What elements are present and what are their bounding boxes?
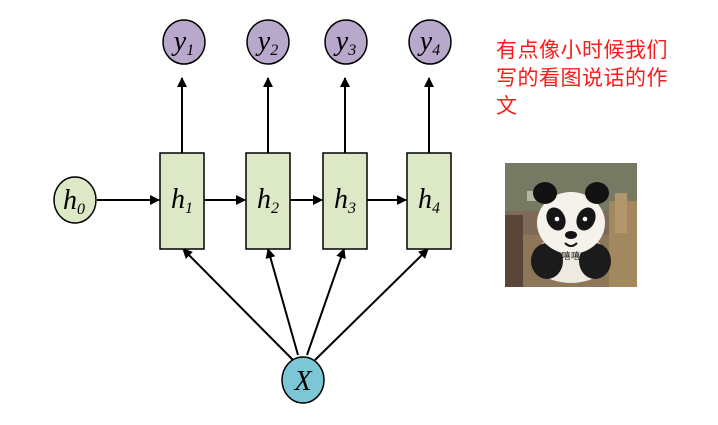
arrow-x-h4 xyxy=(314,248,429,361)
output-node-y1: y1 xyxy=(162,19,206,65)
svg-text:h3: h3 xyxy=(334,184,356,217)
arrow-x-h1 xyxy=(182,248,294,361)
hidden-label-h4: h xyxy=(418,184,432,215)
svg-text:h4: h4 xyxy=(418,184,440,217)
output-node-y2: y2 xyxy=(246,19,290,65)
panda-meme: 嘻嘻 xyxy=(505,163,637,287)
output-node-y4: y4 xyxy=(408,19,452,65)
hidden-node-h1: h1 xyxy=(159,152,205,250)
output-subscript-y2: 2 xyxy=(270,42,278,59)
hidden-label-h3: h xyxy=(334,184,348,215)
caption-line-2: 写的看图说话的作 xyxy=(496,66,668,90)
output-subscript-y1: 1 xyxy=(186,42,194,59)
output-label-y2: y xyxy=(255,26,271,57)
arrow-x-h2 xyxy=(265,248,299,356)
caption-line-3: 文 xyxy=(496,94,518,118)
hidden-node-h4: h4 xyxy=(406,152,452,250)
caption-line-1: 有点像小时候我们 xyxy=(496,38,668,62)
hidden-label-h2: h xyxy=(257,184,271,215)
caption: 有点像小时候我们 写的看图说话的作 文 xyxy=(496,36,706,120)
svg-text:h2: h2 xyxy=(257,184,279,217)
svg-text:y1: y1 xyxy=(171,26,194,59)
svg-text:y3: y3 xyxy=(333,26,356,59)
arrow-x-h3 xyxy=(306,248,346,356)
hidden-label-h1: h xyxy=(171,184,185,215)
panda-meme-image xyxy=(505,163,637,287)
initial-state-label: h xyxy=(63,185,77,216)
svg-text:h0: h0 xyxy=(63,185,85,218)
hidden-subscript-h1: 1 xyxy=(185,200,193,217)
output-subscript-y3: 3 xyxy=(347,42,356,59)
initial-state-subscript: 0 xyxy=(77,201,85,218)
output-label-y4: y xyxy=(417,26,433,57)
initial-state-node: h0 xyxy=(53,176,97,224)
hidden-node-h3: h3 xyxy=(322,152,368,250)
output-subscript-y4: 4 xyxy=(432,42,440,59)
svg-text:y2: y2 xyxy=(255,26,278,59)
meme-text: 嘻嘻 xyxy=(561,252,581,262)
input-node-x: X xyxy=(281,356,325,404)
svg-text:h1: h1 xyxy=(171,184,193,217)
input-label-x: X xyxy=(293,366,312,397)
hidden-node-h2: h2 xyxy=(245,152,291,250)
hidden-subscript-h4: 4 xyxy=(432,200,440,217)
hidden-subscript-h2: 2 xyxy=(271,200,279,217)
output-node-y3: y3 xyxy=(324,19,368,65)
svg-text:y4: y4 xyxy=(417,26,440,59)
output-label-y3: y xyxy=(333,26,349,57)
output-label-y1: y xyxy=(171,26,187,57)
hidden-subscript-h3: 3 xyxy=(347,200,356,217)
